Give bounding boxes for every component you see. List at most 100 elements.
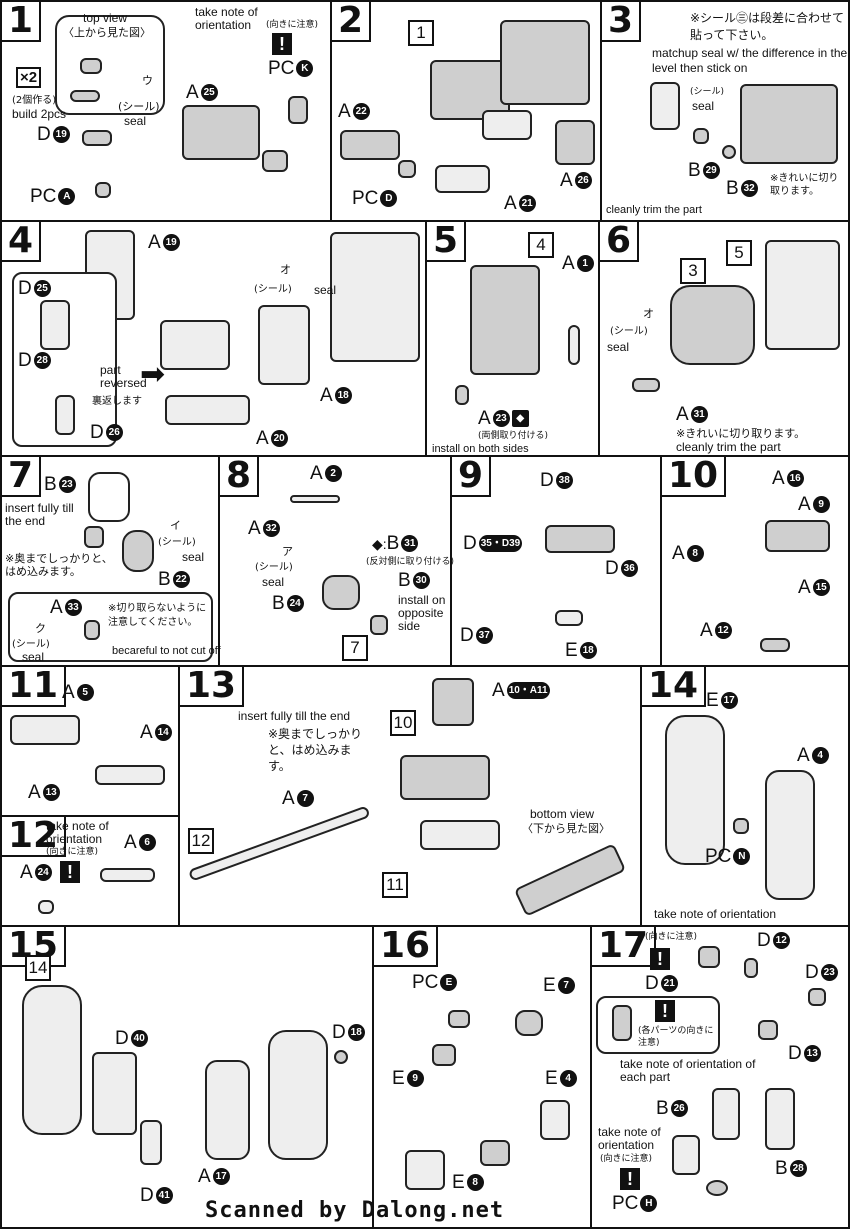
part-illustration <box>555 120 595 165</box>
insert-note-jp: ※奥までしっかりと、はめ込みます。 <box>268 727 363 773</box>
part-illustration <box>92 1052 137 1135</box>
part-illustration <box>182 105 260 160</box>
part-illustration <box>470 265 540 375</box>
part-illustration <box>632 378 660 392</box>
seal-id: ク <box>35 623 46 635</box>
orientation-note-jp: (向きに注意) <box>46 847 99 857</box>
step-number: 16 <box>374 927 439 967</box>
seal-id: ウ <box>142 75 153 87</box>
part-illustration <box>84 526 104 548</box>
step-ref-box: 5 <box>726 240 752 266</box>
orientation-note-jp: (向きに注意) <box>645 932 698 942</box>
orientation-note: take note of orientation <box>598 1125 661 1152</box>
seal-label-jp: (シール) <box>255 562 293 573</box>
part-illustration <box>455 385 469 405</box>
part-illustration <box>555 610 583 626</box>
part-illustration <box>540 1100 570 1140</box>
step-number: 4 <box>2 222 42 262</box>
each-part-note-jp: (各パーツの向きに注意) <box>638 1026 714 1048</box>
part-illustration <box>733 818 749 834</box>
step-number: 7 <box>2 457 42 497</box>
step-17-panel <box>590 925 850 1229</box>
bottom-view-label: bottom view <box>530 807 595 821</box>
top-view-label: top view <box>83 11 128 25</box>
seal-label: seal <box>262 575 285 589</box>
seal-label-jp: (シール) <box>12 639 50 650</box>
part-illustration <box>740 84 838 164</box>
part-illustration <box>482 110 532 140</box>
seal-id: オ <box>643 308 654 320</box>
part-illustration <box>435 165 490 193</box>
part-illustration <box>80 58 102 74</box>
warning-icon: ! <box>650 948 670 970</box>
seal-label: seal <box>607 340 630 354</box>
part-illustration <box>765 520 830 552</box>
step-ref-box: 12 <box>188 828 214 854</box>
part-illustration <box>334 1050 348 1064</box>
detail-callout <box>88 472 130 522</box>
top-view-label-jp: 〈上から見た図〉 <box>63 26 151 39</box>
detail-callout <box>8 592 213 662</box>
part-illustration <box>758 1020 778 1040</box>
opposite-side-note: install on opposite side <box>398 593 446 633</box>
part-illustration <box>84 620 100 640</box>
seal-label: seal <box>22 650 45 664</box>
seal-label: seal <box>182 550 205 564</box>
step-number: 8 <box>220 457 260 497</box>
part-illustration <box>205 1060 250 1160</box>
part-illustration <box>670 285 755 365</box>
step-ref-box: 14 <box>25 955 51 981</box>
step-number: 14 <box>642 667 707 707</box>
seal-label-jp: (シール) <box>118 100 160 113</box>
part-illustration <box>432 678 474 726</box>
step-number: 6 <box>600 222 640 262</box>
both-sides-note: install on both sides <box>432 443 529 455</box>
part-illustration <box>288 96 308 124</box>
part-illustration <box>330 232 420 362</box>
seal-id: ア <box>282 546 293 558</box>
warning-icon: ! <box>655 1000 675 1022</box>
part-illustration <box>698 946 720 968</box>
part-illustration <box>760 638 790 652</box>
seal-label: seal <box>124 114 147 128</box>
step-number: 1 <box>2 2 42 42</box>
seal-label-jp: (シール) <box>254 284 292 295</box>
step-number: 17 <box>592 927 657 967</box>
step-ref-box: 7 <box>342 635 368 661</box>
part-illustration <box>500 20 590 105</box>
step-number: 2 <box>332 2 372 42</box>
cut-note: becareful to not cut off <box>112 645 221 657</box>
step-number: 12 <box>2 817 67 857</box>
part-illustration <box>765 770 815 900</box>
trim-note-jp: ※きれいに切り取ります。 <box>770 173 839 197</box>
orientation-note-jp: (向きに注意) <box>266 20 319 30</box>
part-illustration <box>612 1005 632 1041</box>
quantity-badge: ×2 <box>16 67 42 88</box>
